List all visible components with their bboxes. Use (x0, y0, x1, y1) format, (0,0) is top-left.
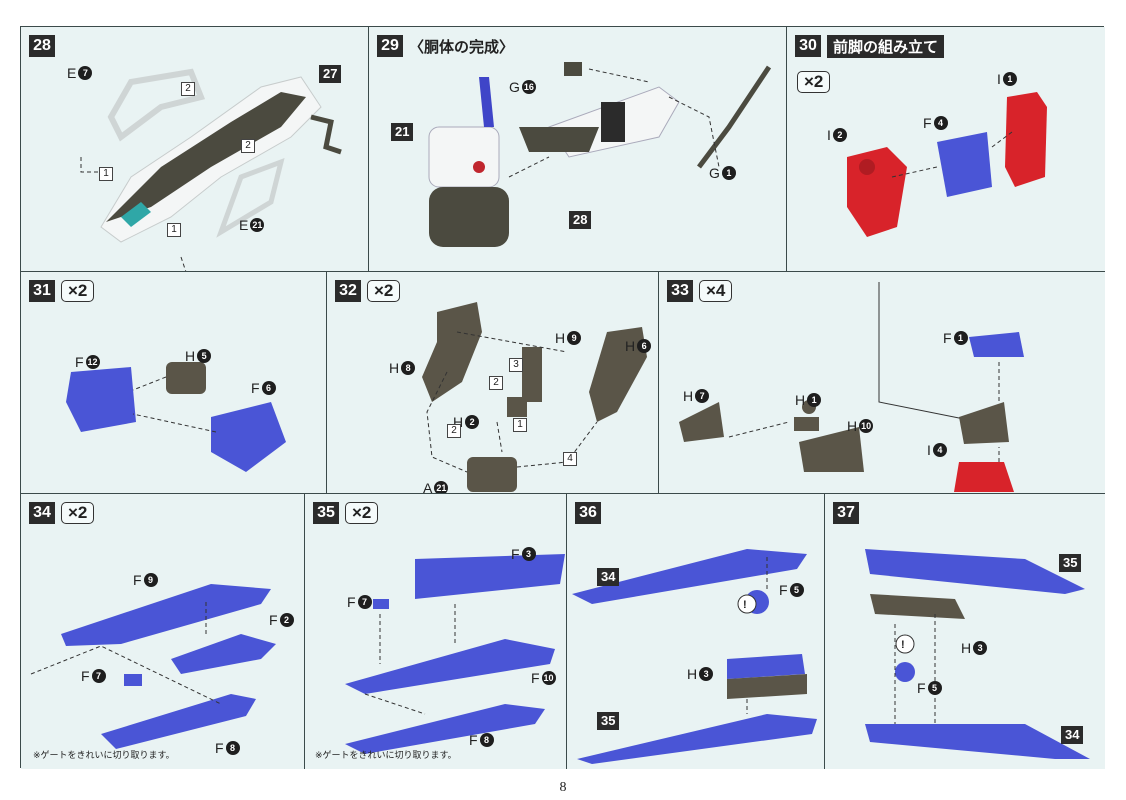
ref-step-28: 28 (569, 211, 592, 229)
gate-note: ※ゲートをきれいに切り取ります。 (315, 750, 457, 760)
gate-note: ※ゲートをきれいに切り取ります。 (33, 750, 175, 760)
multiplier-badge: ×2 (797, 71, 831, 93)
step-number: 28 (29, 35, 55, 57)
step-number: 30 (795, 35, 821, 57)
multiplier-badge: ×4 (699, 280, 733, 302)
step-number: 34 (29, 502, 55, 524)
step-number: 35 (313, 502, 339, 524)
ref-step-35: 35 (597, 712, 620, 730)
multiplier-badge: ×2 (367, 280, 401, 302)
step-28-illustration (80, 68, 342, 271)
svg-text:!: ! (901, 639, 905, 651)
multiplier-badge: ×2 (61, 280, 95, 302)
page-number: 8 (559, 780, 567, 795)
step-number: 36 (575, 502, 601, 524)
step-29-illustration (428, 62, 772, 247)
sequence-mark: 1 (513, 418, 527, 432)
ref-step-21: 21 (391, 123, 414, 141)
sequence-mark: 2 (181, 82, 195, 96)
sequence-mark: 2 (489, 376, 503, 390)
step-number: 32 (335, 280, 361, 302)
step-34-illustration (30, 584, 276, 749)
sequence-mark: 3 (509, 358, 523, 372)
step-title: 〈胴体の完成〉 (409, 39, 515, 56)
svg-text:!: ! (743, 599, 747, 611)
ref-step-34: 34 (1061, 726, 1084, 744)
ref-step-34: 34 (597, 568, 620, 586)
sequence-mark: 1 (99, 167, 113, 181)
step-number: 31 (29, 280, 55, 302)
sequence-mark: 4 (563, 452, 577, 466)
multiplier-badge: ×2 (61, 502, 95, 524)
step-title: 前脚の組み立て (827, 35, 945, 58)
step-36-illustration: ! (572, 549, 817, 764)
sequence-mark: 2 (241, 139, 255, 153)
ref-step-27: 27 (319, 65, 342, 83)
ref-step-35: 35 (1059, 554, 1082, 572)
step-32-illustration (422, 302, 647, 492)
sequence-mark: 2 (447, 424, 461, 438)
sequence-mark: 1 (167, 223, 181, 237)
step-31-illustration (66, 362, 286, 472)
step-35-illustration (345, 554, 565, 754)
step-33-illustration (679, 282, 1024, 492)
multiplier-badge: ×2 (345, 502, 379, 524)
step-number: 37 (833, 502, 859, 524)
step-37-illustration: ! (865, 549, 1090, 759)
step-30-illustration (847, 92, 1047, 237)
step-number: 29 (377, 35, 403, 57)
step-number: 33 (667, 280, 693, 302)
